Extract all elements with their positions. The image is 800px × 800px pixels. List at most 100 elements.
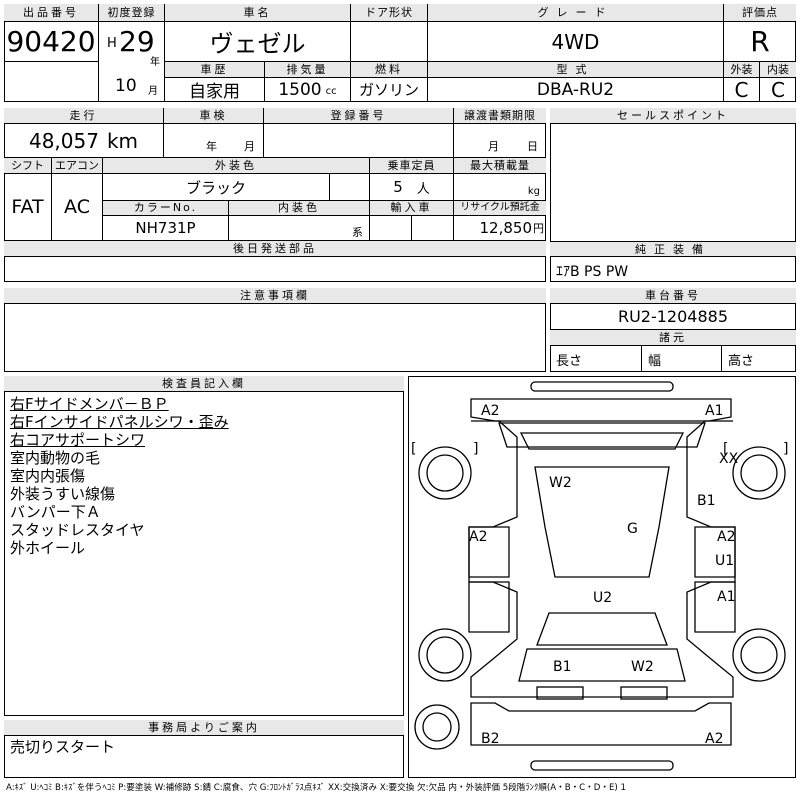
later-parts-label: 後日発送部品 (4, 241, 546, 257)
mileage-label: 走行 (4, 108, 164, 124)
inspector-line: 室内動物の毛 (10, 449, 101, 467)
import-label: 輸入車 (370, 201, 454, 216)
intcolor-unit: 系 (352, 226, 363, 239)
history-value: 自家用 (165, 78, 265, 102)
inspector-line: 右コアサポートシワ (10, 431, 146, 449)
wid-label: 幅 (648, 353, 662, 369)
mark: U1 (715, 553, 734, 569)
mark: W2 (549, 475, 572, 491)
genuine-label: 純正装備 (550, 241, 796, 257)
grade-label: グレード (428, 4, 724, 22)
mark: B1 (697, 493, 716, 509)
model-label: 型式 (428, 62, 724, 78)
rear-glass (536, 612, 668, 646)
intcolor-cell: 系 (229, 216, 370, 241)
month-unit: 月 (148, 86, 158, 97)
seats-unit: 人 (416, 181, 430, 197)
spare-wheel (414, 704, 460, 750)
grade-value: 4WD (428, 22, 724, 62)
mark: A2 (705, 731, 723, 747)
roof (534, 466, 670, 578)
disp-value: 1500 (278, 79, 322, 100)
mark: G (627, 521, 638, 537)
transfer-month: 月 (488, 140, 499, 153)
mileage-unit: km (106, 128, 139, 153)
rear-bumper-bar (530, 760, 674, 771)
car-diagram: [ ] [ ] A2 A1 XX W2 B1 G A2 U1 A2 A1 U2 … (408, 376, 796, 778)
load-unit: kg (527, 185, 540, 197)
seats-value: 5 (393, 178, 403, 196)
car-diagram-svg: [ ] [ ] A2 A1 XX W2 B1 G A2 U1 A2 A1 U2 … (411, 381, 788, 771)
front-bumper-bar (530, 381, 674, 392)
wid-cell: 幅 (642, 346, 722, 372)
mileage-value: 48,057 (28, 128, 99, 153)
len-label: 長さ (556, 353, 583, 369)
inspector-line: 外装うすい線傷 (10, 485, 116, 503)
inspector-line: 右Fインサイドパネルシワ・歪み (10, 413, 229, 431)
score-label: 評価点 (724, 4, 796, 22)
intcolor-label: 内装色 (229, 201, 370, 216)
dims-label: 諸元 (550, 330, 796, 346)
mark: XX (719, 451, 739, 467)
ac-value: AC (52, 174, 103, 241)
era: H (107, 36, 117, 51)
genuine-value: ｴｱB PS PW (556, 264, 629, 280)
mileage-cell: 48,057 km (4, 124, 164, 158)
office-note: 売切りスタート (10, 738, 116, 756)
transfer-day: 日 (527, 140, 538, 153)
recycle-unit: 円 (533, 222, 544, 235)
history-label: 車歴 (165, 62, 265, 78)
wheel-rl (418, 628, 472, 682)
color-value: ブラック (103, 174, 330, 201)
mark: U2 (593, 590, 612, 606)
inspector-line: 室内内張傷 (10, 467, 86, 485)
inspector-label: 検査員記入欄 (4, 376, 404, 392)
reg-label: 初度登録 (99, 4, 165, 22)
mark: A1 (705, 403, 723, 419)
legend: A:ｷｽﾞ U:ﾍｺﾐ B:ｷｽﾞを伴うﾍｺﾐ P:要塗装 W:補修跡 S:錆 … (6, 783, 626, 793)
door-label: ドア形状 (351, 4, 428, 22)
color-extra (330, 174, 370, 201)
right-rear-door (694, 581, 736, 633)
rear-lamp-l (536, 686, 584, 700)
hgt-cell: 高さ (722, 346, 796, 372)
disp-unit: cc (325, 86, 337, 97)
disp-cell: 1500 cc (265, 78, 351, 102)
inspector-line: スタッドレスタイヤ (10, 521, 145, 539)
chassis-value: RU2-1204885 (550, 304, 796, 330)
mark: A1 (717, 589, 735, 605)
regno-value (264, 124, 454, 158)
bracket-fl2: ] (473, 441, 478, 457)
sales-label: セールスポイント (550, 108, 796, 124)
front-bumper (470, 398, 732, 422)
transfer-label: 譲渡書類期限 (454, 108, 546, 124)
load-label: 最大積載量 (454, 158, 546, 174)
left-front-door (468, 526, 510, 578)
bracket-fl: [ (411, 441, 416, 457)
mark: W2 (631, 659, 654, 675)
inspector-line: 右Fサイドメンバ－ＢＰ (10, 395, 169, 413)
lot-number: 90420 (4, 22, 99, 62)
color-label: 外装色 (103, 158, 370, 174)
windshield (519, 432, 685, 450)
import-b (412, 216, 454, 241)
inspect-year: 年 (206, 140, 217, 153)
shift-value: FAT (4, 174, 52, 241)
reg-year: H 29 年 (99, 22, 165, 68)
disp-label: 排気量 (265, 62, 351, 78)
left-rear-door (468, 581, 510, 633)
int-value: C (760, 78, 796, 102)
ext-value: C (724, 78, 760, 102)
right-front-door (694, 526, 736, 578)
inspector-line: 外ホイール (10, 539, 86, 557)
month: 10 (115, 76, 137, 96)
wheel-fl (418, 446, 472, 500)
bracket-rr: [ (723, 441, 728, 457)
fuel-value: ガソリン (351, 78, 428, 102)
lot-empty (4, 62, 99, 102)
recycle-cell: 12,850 円 (454, 216, 546, 241)
ac-label: エアコン (52, 158, 103, 174)
mark: A2 (469, 529, 487, 545)
door-value (351, 22, 428, 62)
mark: A2 (481, 403, 499, 419)
